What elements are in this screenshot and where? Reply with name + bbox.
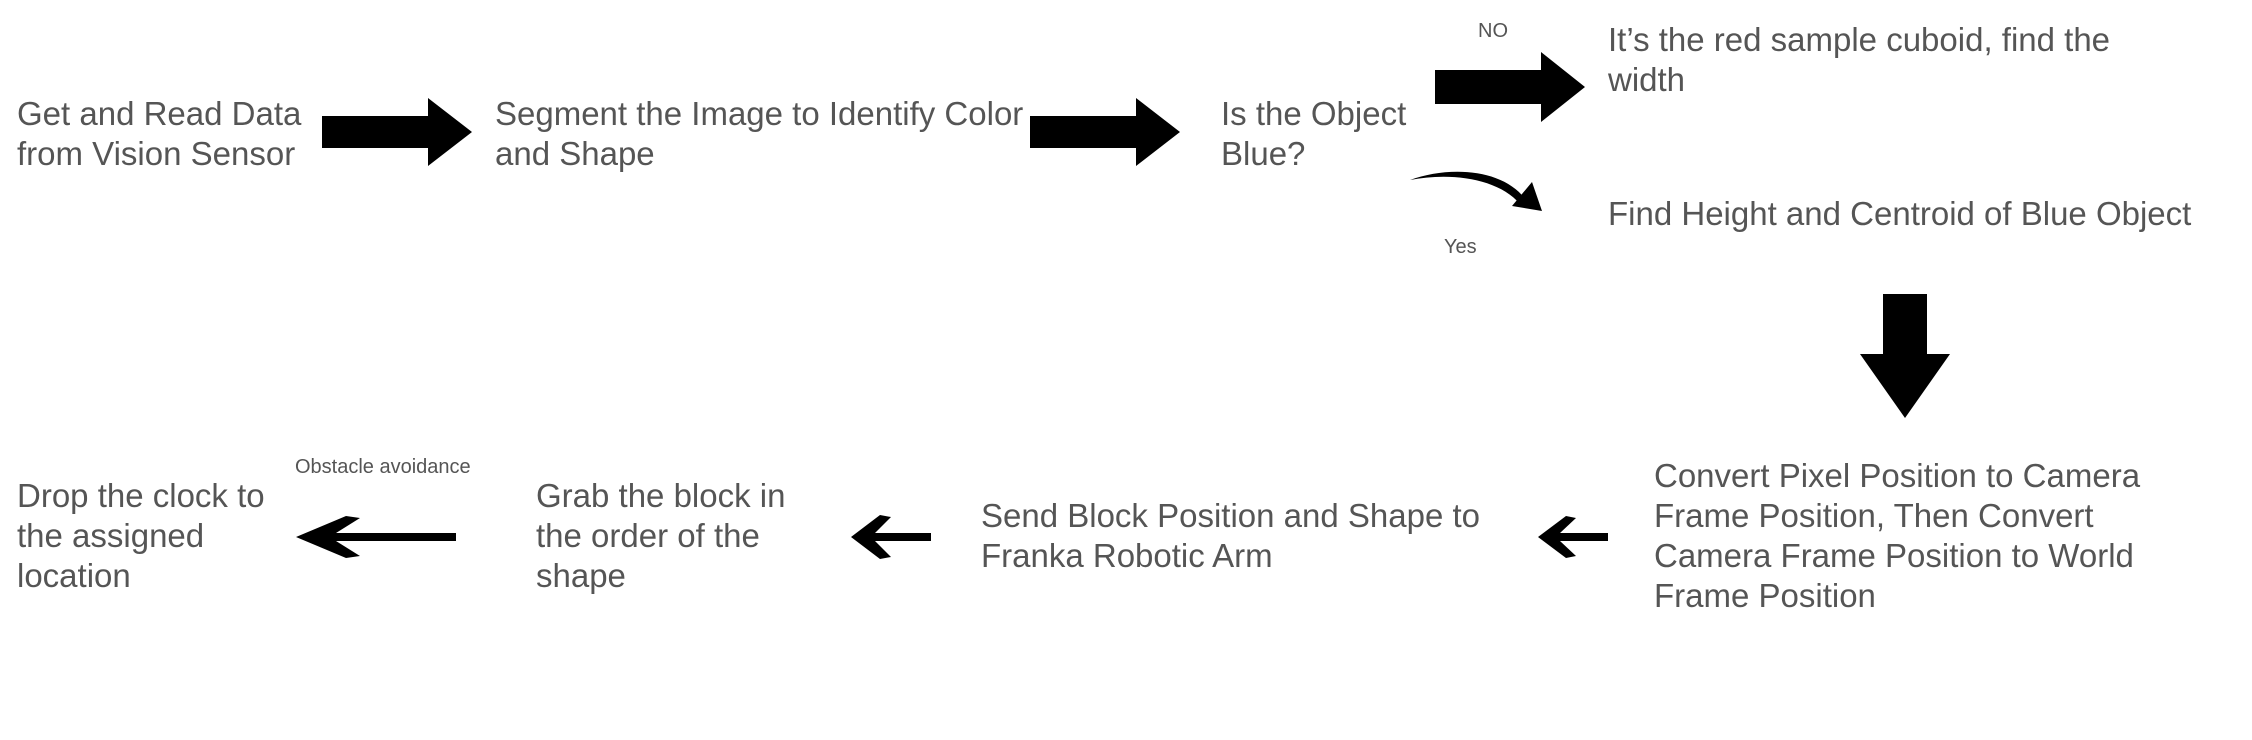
step-red-cuboid: It’s the red sample cuboid, find the wid… (1608, 21, 2111, 98)
arrow-no-branch (1435, 52, 1587, 124)
step-convert-position: Convert Pixel Position to Camera Frame P… (1654, 457, 2141, 614)
decision-is-blue: Is the Object Blue? (1221, 95, 1407, 172)
step-find-height: Find Height and Centroid of Blue Object (1608, 195, 2192, 232)
step-send-position: Send Block Position and Shape to Franka … (981, 497, 1481, 574)
step-grab-block: Grab the block in the order of the shape (536, 477, 786, 594)
edge-label-no: NO (1478, 20, 1508, 42)
arrow-yes-branch (1408, 164, 1544, 220)
step-get-data: Get and Read Data from Vision Sensor (17, 95, 302, 172)
arrow-left-2 (849, 513, 933, 561)
arrow-down (1858, 294, 1952, 420)
edge-label-obstacle: Obstacle avoidance (295, 456, 471, 478)
step-segment-image: Segment the Image to Identify Color and … (495, 95, 1024, 172)
arrow-right-1 (322, 96, 474, 168)
arrow-left-1 (1536, 514, 1610, 560)
arrow-left-3 (294, 514, 458, 560)
edge-label-yes: Yes (1444, 236, 1477, 258)
step-drop-block: Drop the clock to the assigned location (17, 477, 265, 594)
arrow-right-2 (1030, 96, 1182, 168)
